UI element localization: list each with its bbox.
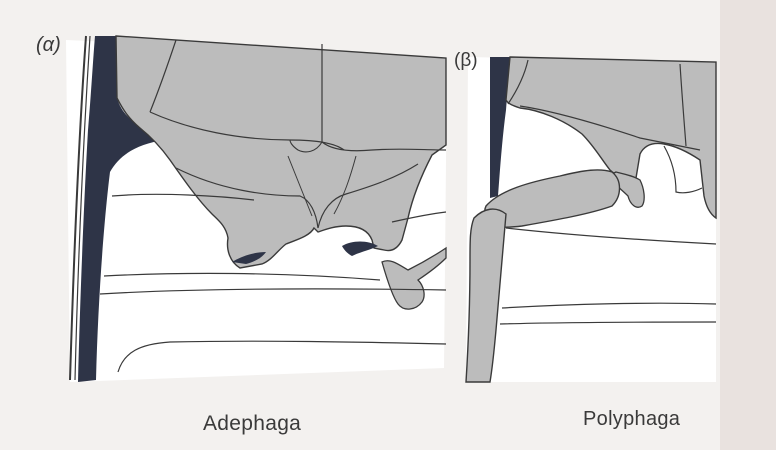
panel-a-label: (α) [36,34,61,57]
panel-b-drawing [466,57,716,382]
panel-a-drawing [66,36,447,382]
panel-b-caption: Polyphaga [583,408,680,431]
paper-edge-shadow [720,0,776,450]
panel-b-label: (β) [454,50,478,72]
panel-a-caption: Adephaga [203,412,301,436]
